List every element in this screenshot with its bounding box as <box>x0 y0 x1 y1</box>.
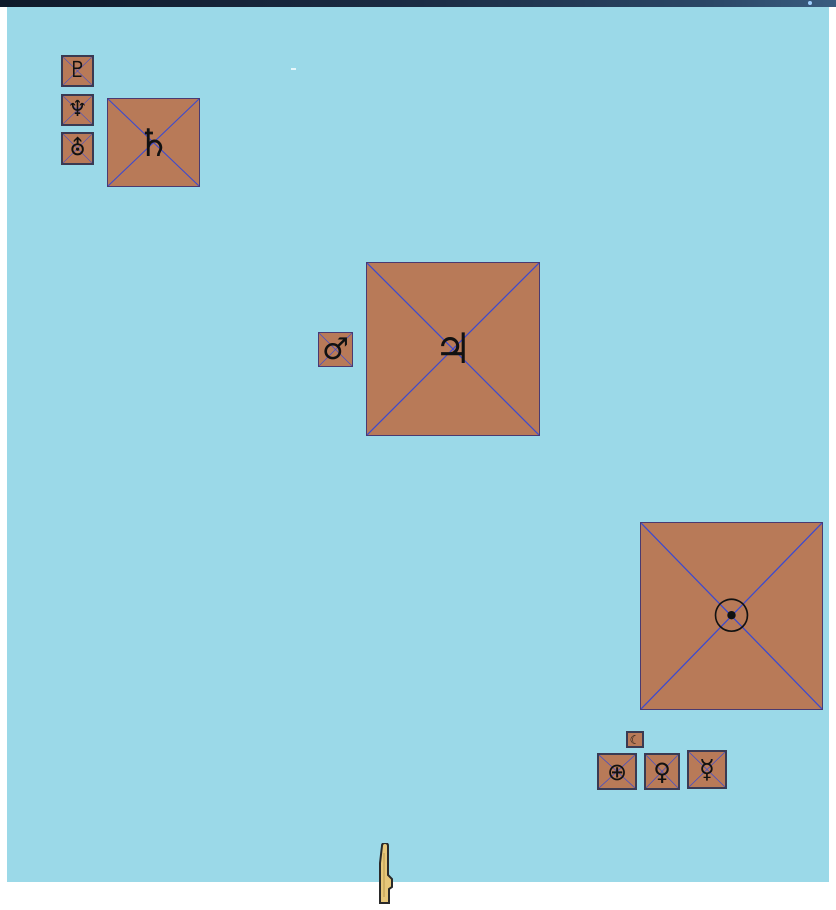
uranus-icon: ⛢ <box>69 138 85 160</box>
top-bar-glint <box>808 1 812 5</box>
mars-icon: ♂ <box>322 335 349 365</box>
moon-tile[interactable]: ☾ <box>626 731 644 748</box>
moon-icon: ☾ <box>630 734 641 746</box>
earth-tile[interactable]: ⊕ <box>597 753 637 790</box>
mercury-icon: ☿ <box>699 757 715 783</box>
solar-system-canvas[interactable]: ♇ ♆ ⛢ ♄ ♂ ♃ ☉ ☾ ⊕ ♀ ☿ <box>7 7 829 882</box>
window-top-bar <box>0 0 836 7</box>
mars-tile[interactable]: ♂ <box>318 332 353 367</box>
sun-icon: ☉ <box>711 593 752 639</box>
neptune-tile[interactable]: ♆ <box>61 94 94 126</box>
jupiter-tile[interactable]: ♃ <box>366 262 540 436</box>
saturn-tile[interactable]: ♄ <box>107 98 200 187</box>
jupiter-icon: ♃ <box>434 328 472 370</box>
uranus-tile[interactable]: ⛢ <box>61 132 94 165</box>
mercury-tile[interactable]: ☿ <box>687 750 727 789</box>
venus-icon: ♀ <box>653 760 671 784</box>
saturn-icon: ♄ <box>136 124 170 162</box>
earth-icon: ⊕ <box>607 760 627 784</box>
venus-tile[interactable]: ♀ <box>644 753 680 790</box>
hand-cursor-icon <box>376 843 398 905</box>
pluto-icon: ♇ <box>68 60 88 82</box>
pluto-tile[interactable]: ♇ <box>61 55 94 87</box>
canvas-speck <box>291 68 296 70</box>
neptune-icon: ♆ <box>68 99 88 121</box>
sun-tile[interactable]: ☉ <box>640 522 823 710</box>
